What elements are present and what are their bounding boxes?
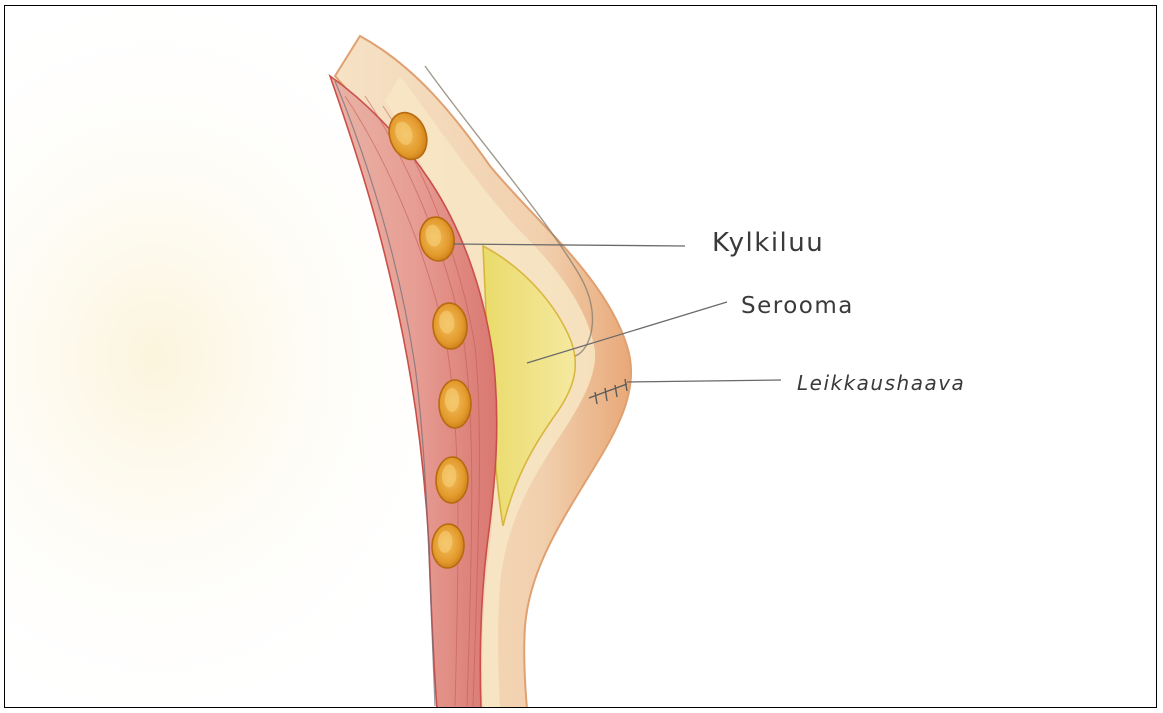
anatomy-drawing bbox=[5, 6, 1157, 708]
label-rib: Kylkiluu bbox=[712, 228, 824, 258]
leader-line-incision bbox=[627, 380, 781, 382]
label-incision: Leikkaushaava bbox=[797, 371, 965, 395]
rib-highlight bbox=[445, 388, 459, 412]
label-seroma: Serooma bbox=[741, 293, 854, 319]
figure-frame: Kylkiluu Serooma Leikkaushaava bbox=[4, 5, 1157, 708]
